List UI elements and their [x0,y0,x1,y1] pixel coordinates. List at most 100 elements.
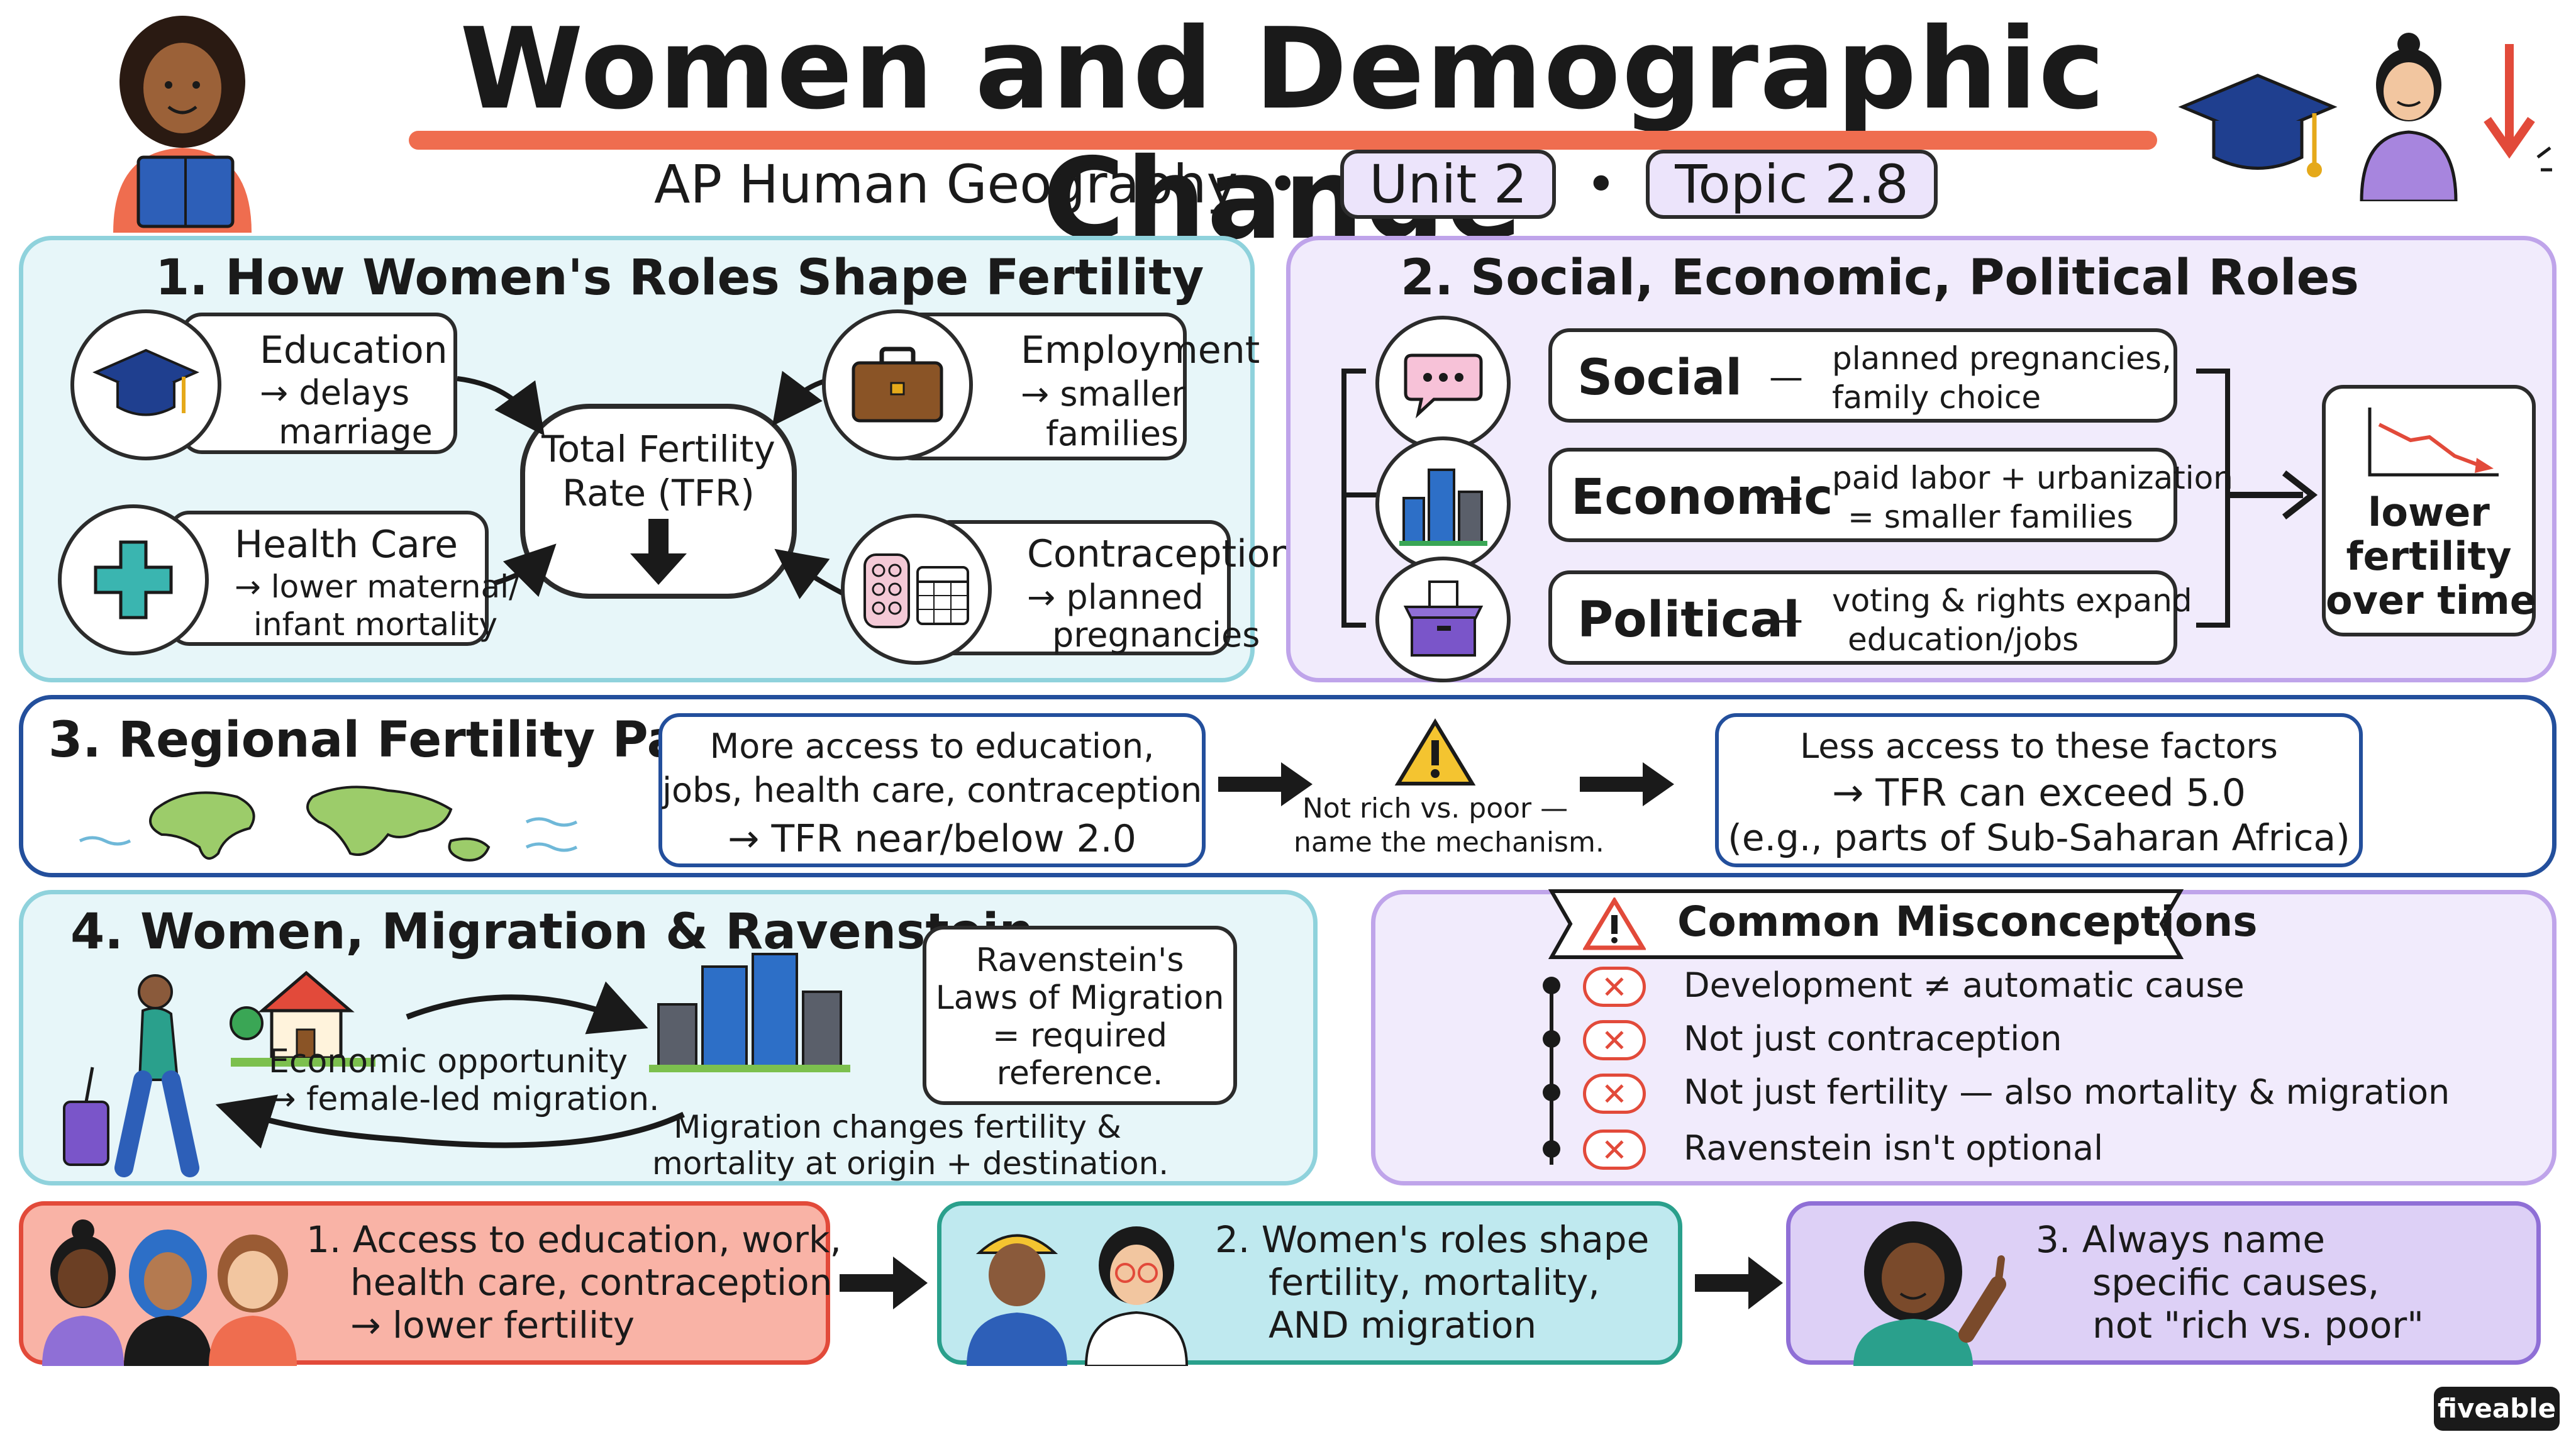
world-map-icon [79,786,578,862]
social-icon-circle [1375,316,1511,451]
employment-icon-circle [822,309,973,460]
political-desc-line2: education/jobs [1848,621,2079,658]
more-access-line2: jobs, health care, contraception [662,770,1202,810]
migration-effect-line2: mortality at origin + destination. [652,1145,1169,1182]
x-mark-icon: ✕ [1583,1020,1646,1060]
takeaway-card-1: 1. Access to education, work, health car… [19,1201,841,1366]
takeaway-card-2: 2. Women's roles shape fertility, mortal… [937,1201,1682,1366]
right-arrow [1695,1257,1783,1309]
less-access-line3: (e.g., parts of Sub-Saharan Africa) [1728,816,2350,859]
section-heading: 4. Women, Migration & Ravenstein [70,904,1035,960]
banner-shape [1548,889,2184,959]
x-mark-icon: ✕ [1583,967,1646,1007]
social-desc-line1: planned pregnancies, [1832,340,2172,377]
political-icon-circle [1375,557,1511,682]
takeaway-3-line2: specific causes, [2092,1261,2380,1304]
result-line2: fertility [2346,533,2512,579]
economic-label: Economic [1571,469,1833,526]
economic-role-box: Economic — paid labor + urbanization = s… [1548,448,2233,542]
ravenstein-box: Ravenstein's Laws of Migration = require… [923,926,1237,1105]
section-heading: 1. How Women's Roles Shape Fertility [155,250,1204,306]
health-care-icon-circle [58,504,209,655]
title-underline [409,131,2157,150]
misconceptions-heading: Common Misconceptions [1677,897,2258,946]
worker-doctor-illustration [967,1226,1189,1366]
education-card: Education → delays marriage [180,313,457,454]
migration-arrows [215,981,685,1149]
political-label: Political [1577,592,1800,648]
contraception-line1: → planned [1027,577,1204,617]
city-skyline-icon [649,953,850,1072]
education-title: Education [260,328,448,372]
warning-icon [1583,897,1646,950]
health-care-line2: infant mortality [253,606,498,643]
misconception-item: ✕ Development ≠ automatic cause [1583,965,2526,1009]
right-arrow [840,1257,928,1309]
takeaway-2-line2: fertility, mortality, [1269,1261,1600,1304]
down-arrow-icon [630,519,687,585]
misconception-item: ✕ Not just contraception [1583,1019,2526,1063]
speech-bubble-icon [1404,353,1482,418]
x-mark-icon: ✕ [1583,1074,1646,1114]
section-womens-roles-fertility: 1. How Women's Roles Shape Fertility Tot… [19,236,1294,682]
right-arrow [1218,762,1313,806]
contraception-icon-circle [841,514,992,665]
section-regional-fertility: 3. Regional Fertility Pattern More acces… [19,695,2557,877]
ravenstein-line2: Laws of Migration [935,979,1224,1017]
employment-title: Employment [1021,328,1260,372]
misconception-text: Not just contraception [1684,1019,2062,1058]
less-access-box: Less access to these factors → TFR can e… [1715,713,2363,867]
dash: — [1769,477,1803,516]
takeaway-2-line3: AND migration [1269,1304,1537,1346]
course-name: AP Human Geography [654,153,1238,215]
misconception-text: Development ≠ automatic cause [1684,965,2245,1005]
contraception-line2: pregnancies [1052,615,1260,655]
result-line1: lower [2368,489,2490,535]
tfr-label-line1: Total Fertility [541,428,775,470]
economic-desc-line2: = smaller families [1848,499,2133,535]
social-desc-line2: family choice [1832,379,2041,416]
takeaway-3-line1: 3. Always name [2036,1218,2326,1261]
tfr-label-line2: Rate (TFR) [562,472,755,514]
ravenstein-line3: = required [992,1017,1167,1055]
education-line1: → delays [260,373,410,413]
subtitle: AP Human Geography • Unit 2 • Topic 2.8 [654,150,1950,219]
section-social-economic-political: 2. Social, Economic, Political Roles Soc… [1286,236,2557,682]
takeaway-1-line3: → lower fertility [350,1304,635,1346]
social-role-box: Social — planned pregnancies, family cho… [1548,328,2177,423]
section-heading: 2. Social, Economic, Political Roles [1401,250,2359,306]
health-care-card: Health Care → lower maternal/ infant mor… [168,511,519,646]
city-buildings-icon [1399,468,1487,546]
more-access-line3: → TFR near/below 2.0 [728,817,1136,861]
education-icon-circle [70,309,221,460]
medical-cross-icon [94,540,173,619]
unit-badge: Unit 2 [1340,150,1557,219]
more-access-box: More access to education, jobs, health c… [658,713,1206,867]
ravenstein-line1: Ravenstein's [975,941,1184,979]
briefcase-icon [852,347,943,423]
contraception-title: Contraception [1027,532,1294,576]
right-arrow [1580,762,1674,806]
misconceptions-banner: Common Misconceptions [1539,888,2258,960]
house-icon [230,970,375,1067]
woman-reading-illustration [113,16,252,233]
social-label: Social [1577,350,1743,406]
economic-opportunity-line1: Economic opportunity [269,1043,628,1080]
takeaway-card-3: 3. Always name specific causes, not "ric… [1786,1201,2541,1366]
timeline-line [1543,977,1560,1165]
pointing-woman-illustration [1853,1221,2006,1366]
result-line3: over time [2326,577,2536,623]
walking-woman-suitcase-illustration [63,974,199,1177]
topic-badge: Topic 2.8 [1646,150,1938,219]
bracket [1341,369,1379,628]
political-role-box: Political — voting & rights expand educa… [1548,570,2192,665]
less-access-line2: → TFR can exceed 5.0 [1832,771,2246,815]
misconception-text: Not just fertility — also mortality & mi… [1684,1072,2450,1112]
bracket-arrow [2196,369,2318,628]
header: Women and Demographic Change AP Human Ge… [0,0,2576,264]
graduation-cap-icon [2178,74,2338,177]
pill-pack-calendar-icon [863,553,969,628]
takeaway-1-line1: 1. Access to education, work, [306,1218,841,1261]
health-care-title: Health Care [235,523,458,567]
health-care-line1: → lower maternal/ [235,569,519,605]
